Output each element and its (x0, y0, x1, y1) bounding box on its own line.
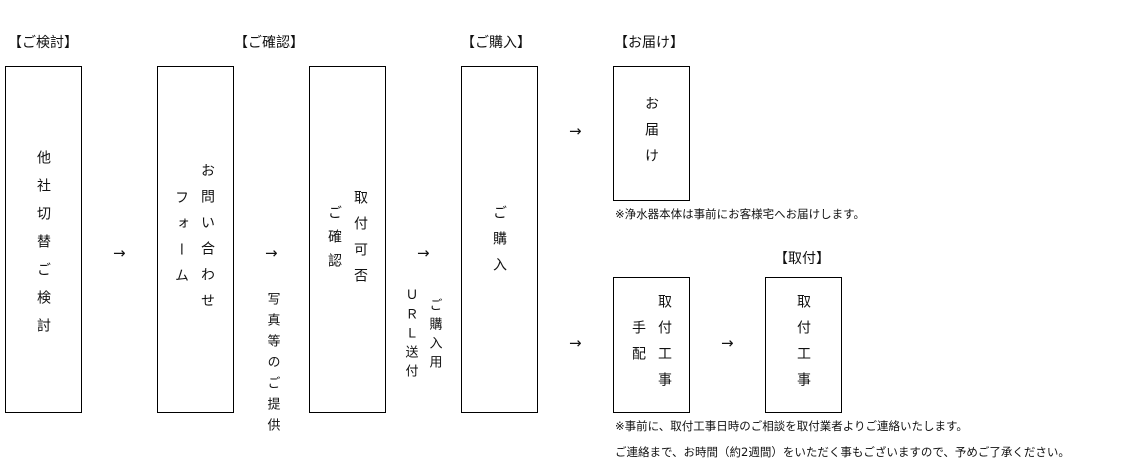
header-confirm: 【ご確認】 (234, 35, 304, 51)
url-note-1: ＵＲＬ送付 (402, 288, 418, 383)
step-install-label: 取付工事 (795, 294, 811, 398)
header-install: 【取付】 (774, 251, 830, 267)
header-delivery: 【お届け】 (614, 35, 684, 51)
step-purchase-box (461, 66, 538, 413)
arrow-icon: → (721, 334, 734, 352)
arrow-icon: → (569, 334, 582, 352)
step-inquiry-box (157, 66, 234, 413)
step-switch-label: 他社切替ご検討 (35, 150, 51, 346)
step-purchase-label: ご購入 (491, 205, 507, 283)
delivery-note: ※浄水器本体は事前にお客様宅へお届けします。 (615, 207, 865, 221)
step-install-box (765, 277, 842, 413)
step-inquiry-label-2: フォーム (173, 190, 189, 294)
step-arrange-label-2: 手配 (630, 320, 646, 372)
step-check-label-2: ご確認 (326, 205, 342, 277)
step-delivery-label: お届け (643, 96, 659, 174)
install-note-2: ご連絡まで、お時間（約2週間）をいただく事もございますので、予めご了承ください。 (615, 445, 1070, 459)
step-check-box (309, 66, 386, 413)
header-consider: 【ご検討】 (8, 35, 78, 51)
arrow-icon: → (569, 122, 582, 140)
step-inquiry-label-1: お問い合わせ (199, 163, 215, 319)
step-arrange-label-1: 取付工事 (656, 294, 672, 398)
header-purchase: 【ご購入】 (461, 35, 531, 51)
arrow-icon: → (265, 244, 278, 262)
step-check-label-1: 取付可否 (352, 190, 368, 294)
arrow-icon: → (417, 244, 430, 262)
url-note-2: ご購入用 (426, 298, 442, 374)
step-arrange-box (613, 277, 690, 413)
arrow-icon: → (113, 244, 126, 262)
step-switch-box (5, 66, 82, 413)
step-delivery-box (613, 66, 690, 201)
photos-note: 写真等のご提供 (264, 292, 280, 439)
install-note-1: ※事前に、取付工事日時のご相談を取付業者よりご連絡いたします。 (615, 419, 968, 433)
